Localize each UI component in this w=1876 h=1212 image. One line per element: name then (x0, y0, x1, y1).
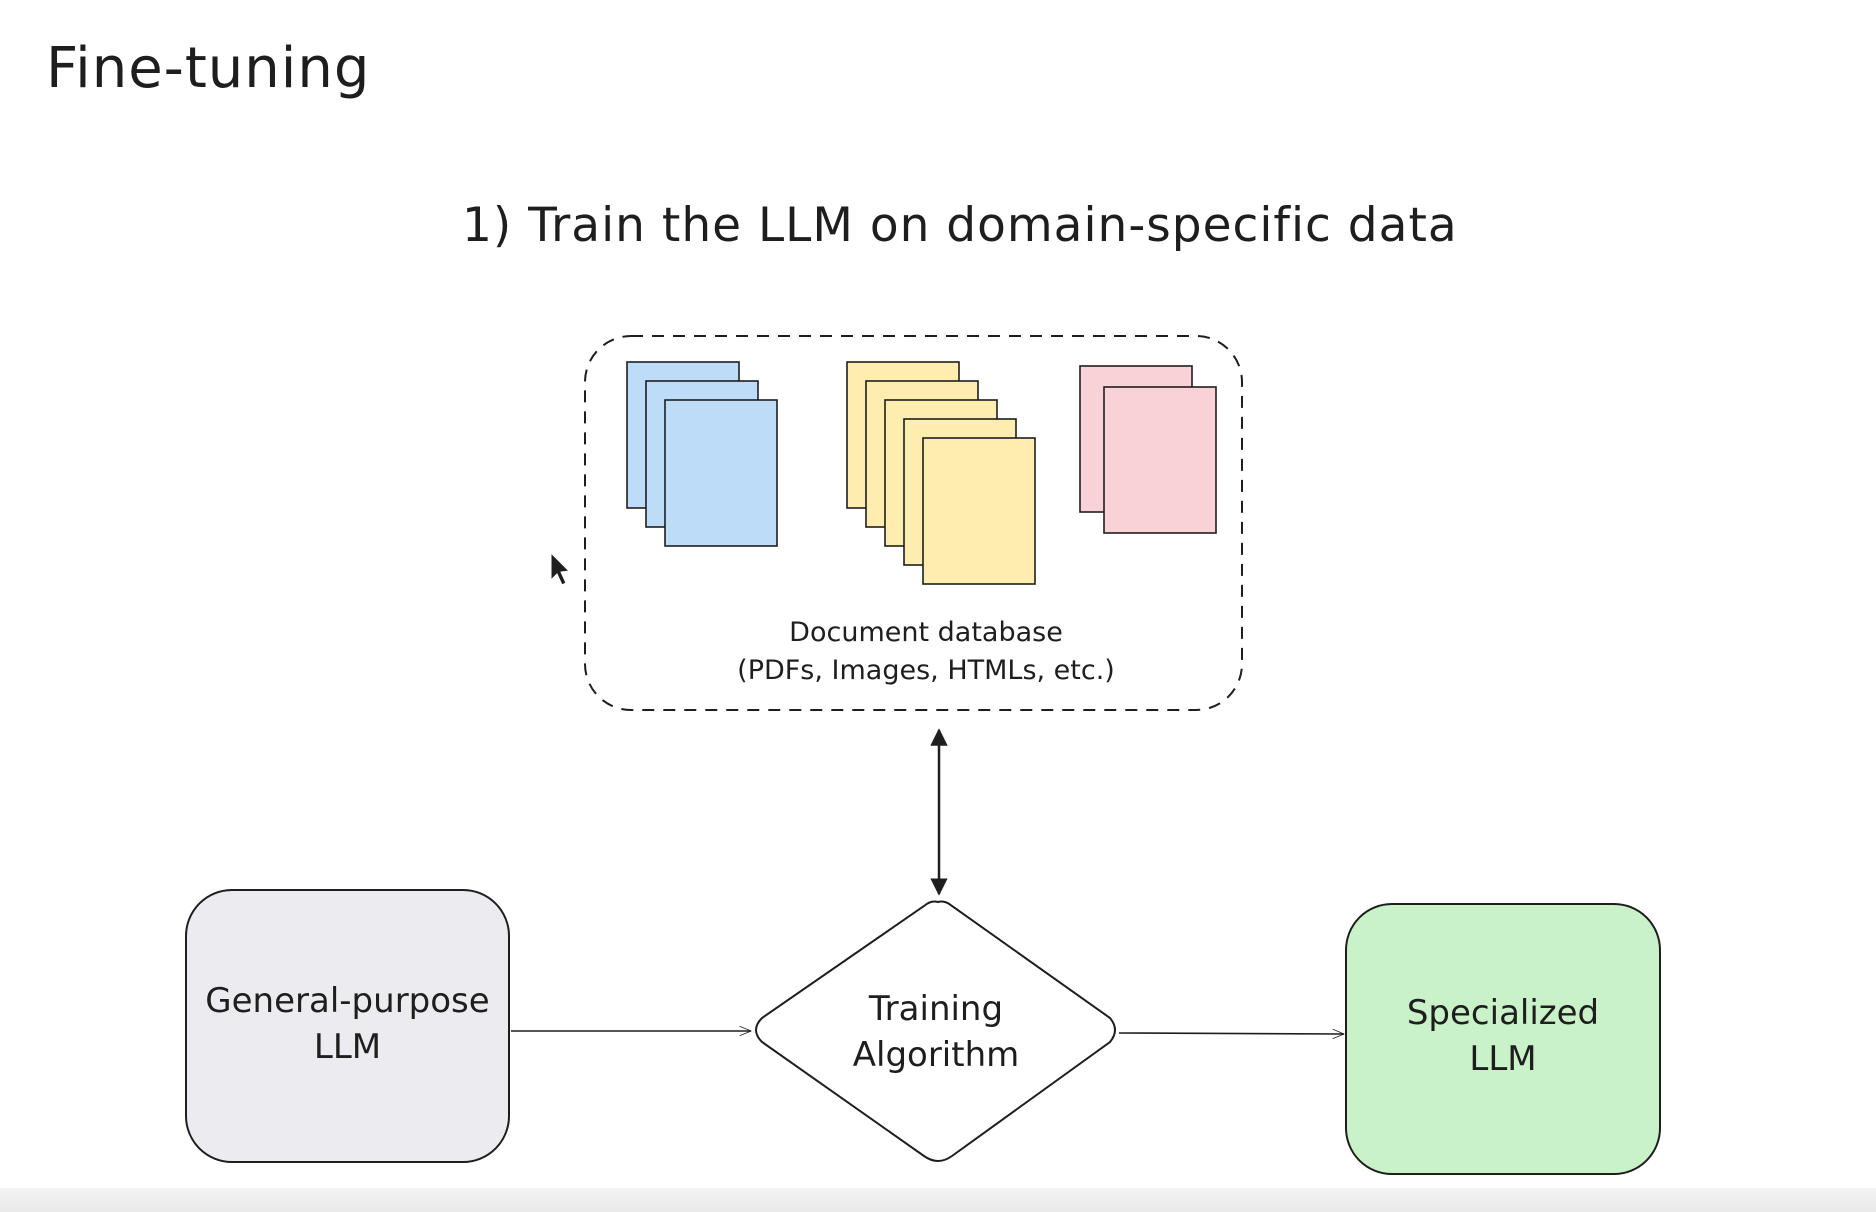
specialized-llm-label: Specialized LLM (1346, 990, 1660, 1082)
document-page (664, 399, 778, 547)
training-algorithm-label-line1: Training (868, 989, 1004, 1029)
specialized-llm-label-line1: Specialized (1406, 993, 1600, 1033)
pink-document-stack (1079, 365, 1217, 534)
training-algorithm-label-line2: Algorithm (852, 1035, 1020, 1075)
specialized-llm-label-line2: LLM (1469, 1039, 1537, 1079)
slide-subtitle: 1) Train the LLM on domain-specific data (462, 198, 1458, 253)
bottom-edge-bar (0, 1188, 1876, 1212)
specialized-llm-node (1345, 903, 1661, 1175)
document-page (1103, 386, 1217, 534)
page-title: Fine-tuning (46, 36, 371, 101)
training-algorithm-node (755, 900, 1116, 1162)
document-database-caption: Document database (PDFs, Images, HTMLs, … (586, 614, 1266, 690)
yellow-document-stack (846, 361, 1036, 585)
document-database-caption-line1: Document database (789, 617, 1063, 648)
general-purpose-llm-label-line2: LLM (313, 1027, 382, 1067)
training-to-specialized-arrow (1118, 1033, 1344, 1034)
document-database-caption-line2: (PDFs, Images, HTMLs, etc.) (737, 655, 1115, 686)
blue-document-stack (626, 361, 778, 547)
training-algorithm-label: Training Algorithm (786, 986, 1086, 1078)
document-database-container (584, 335, 1243, 711)
mouse-cursor-icon (550, 551, 571, 586)
general-purpose-llm-label-line1: General-purpose (205, 981, 490, 1021)
document-stacks (626, 361, 1217, 585)
general-purpose-llm-node (185, 889, 510, 1163)
document-page (922, 437, 1036, 585)
general-purpose-llm-label: General-purpose LLM (186, 978, 509, 1070)
